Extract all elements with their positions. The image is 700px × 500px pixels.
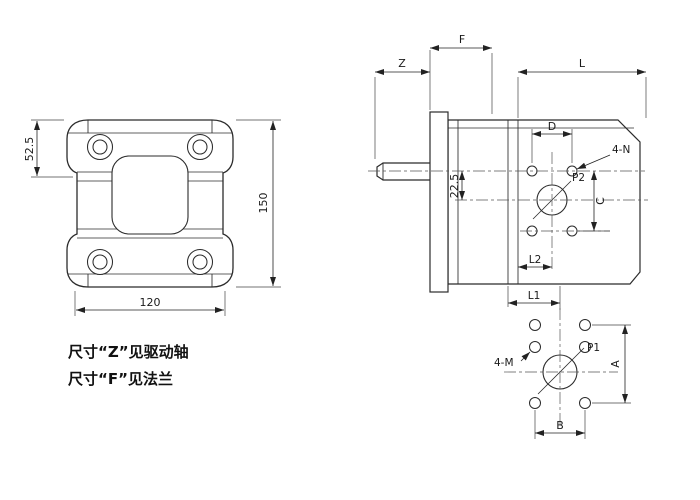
dim-l2-label: L2	[529, 254, 542, 266]
bottom-view-centerlines	[504, 308, 618, 428]
note-dimension-z: 尺寸“Z”见驱动轴	[68, 343, 189, 361]
port-p2-label: P2	[572, 172, 585, 184]
port-p1-diagonal	[537, 347, 585, 395]
dim-z-label: Z	[398, 57, 406, 70]
dim-a-label: A	[609, 360, 622, 368]
bolt-callout-4m-label: 4-M	[494, 357, 514, 369]
mounting-flange	[429, 111, 449, 293]
dim-22-5-label: 22.5	[448, 174, 461, 199]
bolt-callout-4n-label: 4-N	[612, 144, 630, 156]
dim-52-5-label: 52.5	[23, 137, 36, 162]
front-view	[66, 119, 234, 288]
dim-l-label: L	[579, 57, 586, 70]
dim-d-label: D	[548, 120, 556, 133]
port-p1-label: P1	[587, 342, 600, 354]
dim-c-label: C	[594, 197, 607, 205]
side-view-dimensions	[374, 45, 647, 310]
port-bolt-holes	[529, 319, 591, 409]
mounting-holes	[86, 133, 214, 276]
dim-b-label: B	[556, 419, 564, 432]
drive-shaft	[376, 162, 430, 181]
bottom-view-dimensions	[520, 324, 631, 439]
dim-f-label: F	[459, 33, 465, 46]
dim-150-label: 150	[257, 193, 270, 214]
dim-l1-label: L1	[528, 290, 541, 302]
gear-housing-face	[111, 155, 189, 235]
dim-120-label: 120	[140, 296, 161, 309]
note-dimension-f: 尺寸“F”见法兰	[68, 370, 173, 388]
body-section-lines	[448, 120, 634, 284]
front-view-dimensions	[31, 119, 281, 316]
